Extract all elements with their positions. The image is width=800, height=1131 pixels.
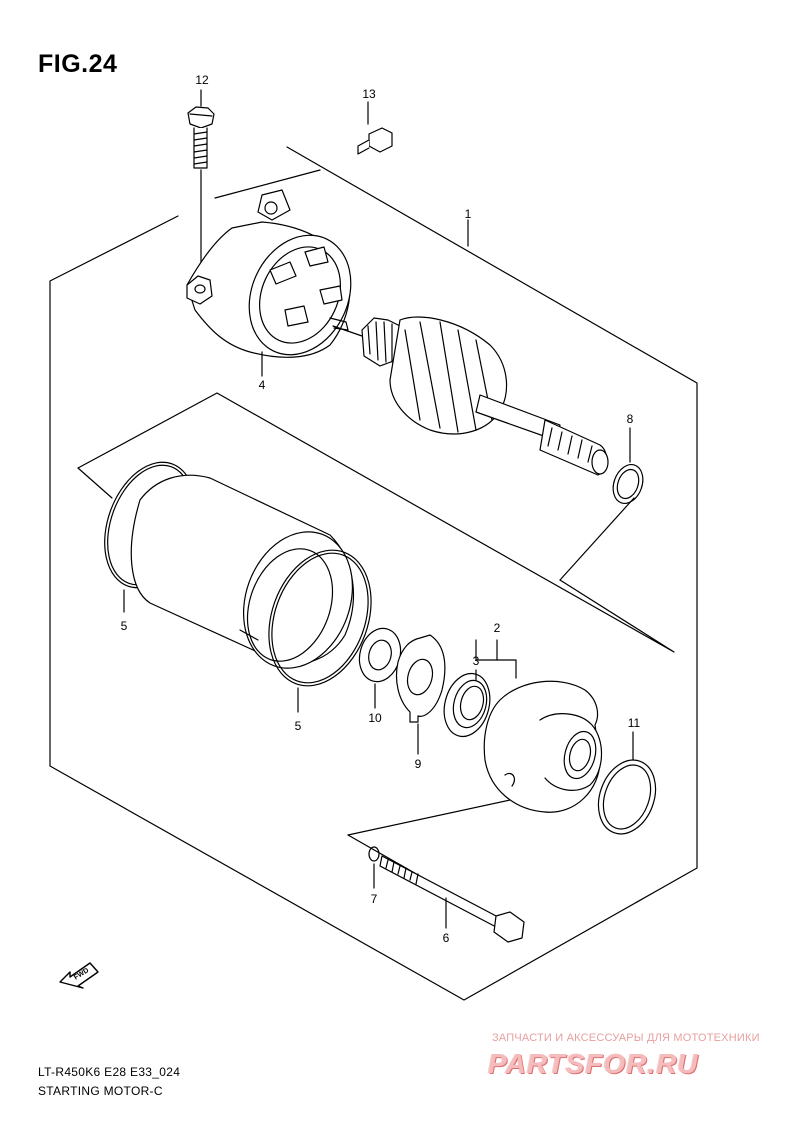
diagram-name: STARTING MOTOR-C	[38, 1084, 163, 1098]
callout-8: 8	[626, 412, 634, 426]
callout-5a: 5	[120, 619, 128, 633]
oil-seal-3-drawing	[443, 639, 517, 738]
callout-5b: 5	[294, 719, 302, 733]
armature-drawing	[332, 316, 609, 476]
o-ring-5b-drawing	[268, 549, 372, 713]
snap-ring-8-drawing	[612, 427, 644, 504]
callout-10: 10	[368, 711, 382, 725]
watermark-tagline: ЗАПЧАСТИ И АКСЕССУАРЫ ДЛЯ МОТОТЕХНИКИ	[492, 1032, 760, 1044]
bolt-6-drawing	[379, 855, 525, 943]
figure-title: FIG.24	[38, 50, 118, 78]
washer-7-drawing	[368, 846, 380, 889]
screw-13-drawing	[357, 101, 393, 155]
callout-11: 11	[627, 716, 641, 730]
watermark-logo: PARTSFOR.RU	[488, 1048, 699, 1079]
callout-12: 12	[195, 73, 209, 87]
plate-9-drawing	[395, 634, 446, 755]
callout-3: 3	[472, 654, 480, 668]
callout-7: 7	[370, 892, 378, 906]
fwd-arrow-icon	[59, 962, 99, 989]
callout-2: 2	[493, 621, 501, 635]
callout-9: 9	[414, 757, 422, 771]
armature-box	[77, 392, 675, 653]
bolt-12-drawing	[187, 89, 215, 283]
end-cover-4-drawing	[186, 189, 352, 377]
yoke-housing-drawing	[130, 474, 355, 669]
front-bracket-2-drawing	[347, 680, 603, 901]
assembly-outline	[49, 146, 698, 1001]
o-ring-11-drawing	[597, 731, 657, 835]
callout-6: 6	[442, 931, 450, 945]
model-code: LT-R450K6 E28 E33_024	[38, 1065, 181, 1079]
callout-1: 1	[464, 207, 472, 221]
callout-4: 4	[258, 378, 266, 392]
callout-13: 13	[362, 87, 376, 101]
